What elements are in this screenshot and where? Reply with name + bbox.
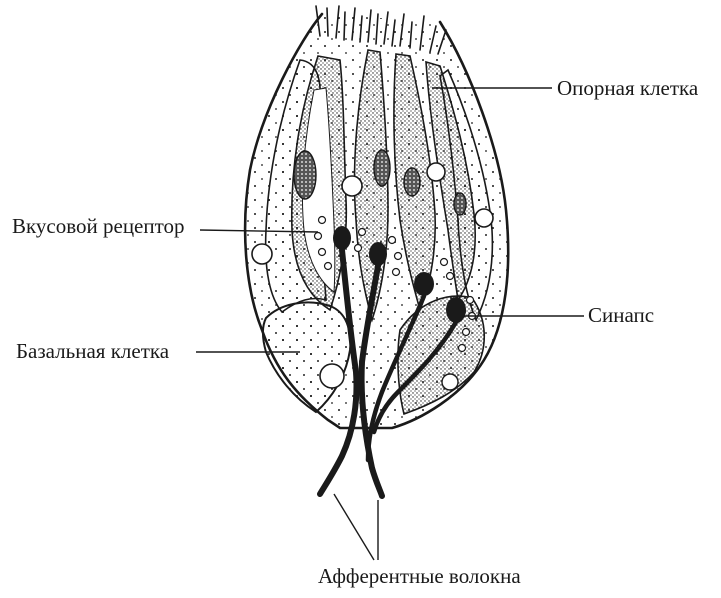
receptor-nucleus-right — [404, 168, 420, 196]
label-basal-cell: Базальная клетка — [16, 341, 169, 362]
receptor-nucleus-left — [294, 151, 316, 199]
receptor-nucleus-central — [374, 150, 390, 186]
support-nucleus-center — [342, 176, 362, 196]
support-nucleus-far-right — [475, 209, 493, 227]
support-nucleus-left — [252, 244, 272, 264]
lower-right-nucleus — [442, 374, 458, 390]
support-nucleus-right — [427, 163, 445, 181]
receptor-nucleus-far-right — [454, 193, 466, 215]
label-taste-receptor: Вкусовой рецептор — [12, 216, 185, 237]
label-support-cell: Опорная клетка — [557, 78, 698, 99]
label-afferent-fibers: Афферентные волокна — [318, 566, 521, 587]
label-synapse: Синапс — [588, 305, 654, 326]
basal-cell-nucleus — [320, 364, 344, 388]
